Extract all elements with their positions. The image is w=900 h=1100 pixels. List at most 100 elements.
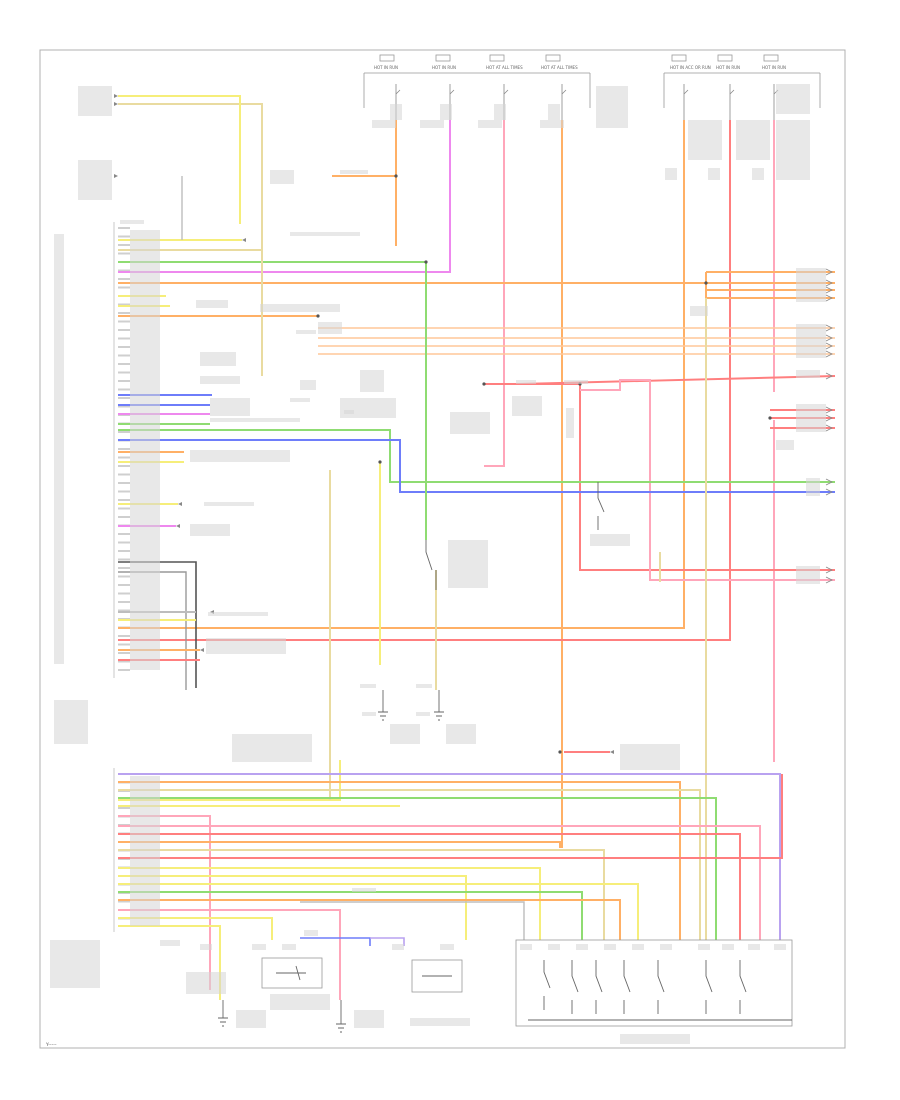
illegible-label — [344, 410, 354, 414]
connector-pin — [118, 643, 130, 646]
lower-section-wires — [118, 751, 783, 1000]
illegible-label — [620, 744, 680, 770]
illegible-label — [410, 1018, 470, 1026]
illegible-label — [440, 944, 454, 950]
illegible-label — [796, 324, 826, 358]
illegible-label — [548, 104, 560, 120]
illegible-label — [796, 566, 820, 584]
connector-pin — [118, 516, 130, 518]
illegible-label — [204, 502, 254, 506]
illegible-label — [478, 120, 502, 128]
illegible-label — [196, 300, 228, 308]
illegible-label — [632, 944, 644, 950]
connector-pin — [118, 533, 130, 535]
connector-pin — [118, 575, 130, 578]
illegible-label — [210, 398, 250, 416]
fuse-label: HOT IN RUN — [762, 65, 786, 70]
illegible-label — [540, 120, 564, 128]
connector-pin — [118, 609, 130, 612]
illegible-label — [796, 370, 820, 378]
illegible-label — [296, 330, 316, 334]
illegible-label — [186, 972, 226, 994]
connector-arrow — [825, 286, 833, 294]
connector-arrow — [825, 268, 833, 276]
illegible-label — [520, 944, 532, 950]
illegible-label — [232, 734, 312, 762]
diagram-frame — [39, 49, 846, 1049]
components — [114, 94, 833, 1033]
illegible-labels — [50, 84, 826, 1044]
connector-pin — [118, 669, 130, 671]
illegible-label — [208, 612, 268, 616]
illegible-label — [620, 1034, 690, 1044]
illegible-label — [372, 120, 396, 128]
connector-arrow — [825, 488, 833, 496]
illegible-label — [736, 120, 770, 160]
illegible-label — [304, 930, 318, 936]
connector-arrow — [825, 334, 833, 342]
illegible-label — [360, 684, 376, 688]
illegible-label — [270, 170, 294, 184]
connector-pin — [118, 465, 130, 467]
connector-pin — [118, 380, 130, 382]
footer-code: Y----- — [45, 1042, 57, 1048]
connector-pin — [118, 278, 130, 280]
illegible-label — [190, 450, 290, 462]
connector-arrow — [825, 342, 833, 350]
illegible-label — [354, 1010, 384, 1028]
connector-arrow — [825, 372, 833, 380]
fuse-label: HOT AT ALL TIMES — [486, 65, 523, 70]
illegible-label — [688, 120, 722, 160]
connector-pin — [118, 286, 130, 289]
illegible-label — [596, 86, 628, 128]
illegible-label — [130, 230, 160, 670]
illegible-label — [340, 398, 396, 418]
illegible-label — [564, 380, 588, 384]
connector-pin — [118, 269, 130, 272]
fuse-label: HOT IN RUN — [432, 65, 456, 70]
illegible-label — [318, 322, 342, 334]
illegible-label — [390, 104, 402, 120]
connector-arrow — [825, 279, 833, 287]
illegible-label — [392, 944, 404, 950]
connector-pin — [118, 584, 130, 586]
connector-arrow — [825, 576, 833, 584]
illegible-label — [604, 944, 616, 950]
connector-pin — [118, 329, 130, 331]
connector-pin — [118, 448, 130, 450]
illegible-label — [160, 940, 180, 946]
connector-pin — [118, 388, 130, 391]
connector-pin — [118, 900, 130, 903]
connector-pin — [118, 601, 130, 603]
upper-connector-pins — [113, 222, 130, 678]
connector-pin — [118, 354, 130, 357]
illegible-label — [252, 944, 266, 950]
illegible-label — [352, 888, 376, 892]
illegible-label — [450, 412, 490, 434]
connector-pin — [118, 363, 130, 365]
connector-arrow — [825, 406, 833, 414]
connector-pin — [118, 312, 130, 314]
top-fuse-block: HOT IN RUN HOT IN RUN HOT AT ALL TIMES HOT … — [363, 54, 821, 120]
connector-pin — [118, 473, 130, 476]
illegible-label — [420, 120, 444, 128]
illegible-label — [776, 84, 810, 114]
connector-pin — [118, 550, 130, 552]
connector-pin — [118, 252, 130, 255]
illegible-label — [130, 776, 160, 926]
illegible-label — [360, 370, 384, 392]
connector-pin — [118, 320, 130, 323]
fuse-label: HOT IN RUN — [716, 65, 740, 70]
illegible-label — [494, 104, 506, 120]
illegible-label — [236, 1010, 266, 1028]
illegible-label — [200, 376, 240, 384]
connector-pin — [118, 346, 130, 348]
fuse-label: HOT IN ACC OR RUN — [670, 65, 711, 70]
connector-pin — [118, 303, 130, 306]
illegible-label — [722, 944, 734, 950]
illegible-label — [440, 104, 452, 120]
illegible-label — [78, 86, 112, 116]
illegible-label — [200, 352, 236, 366]
